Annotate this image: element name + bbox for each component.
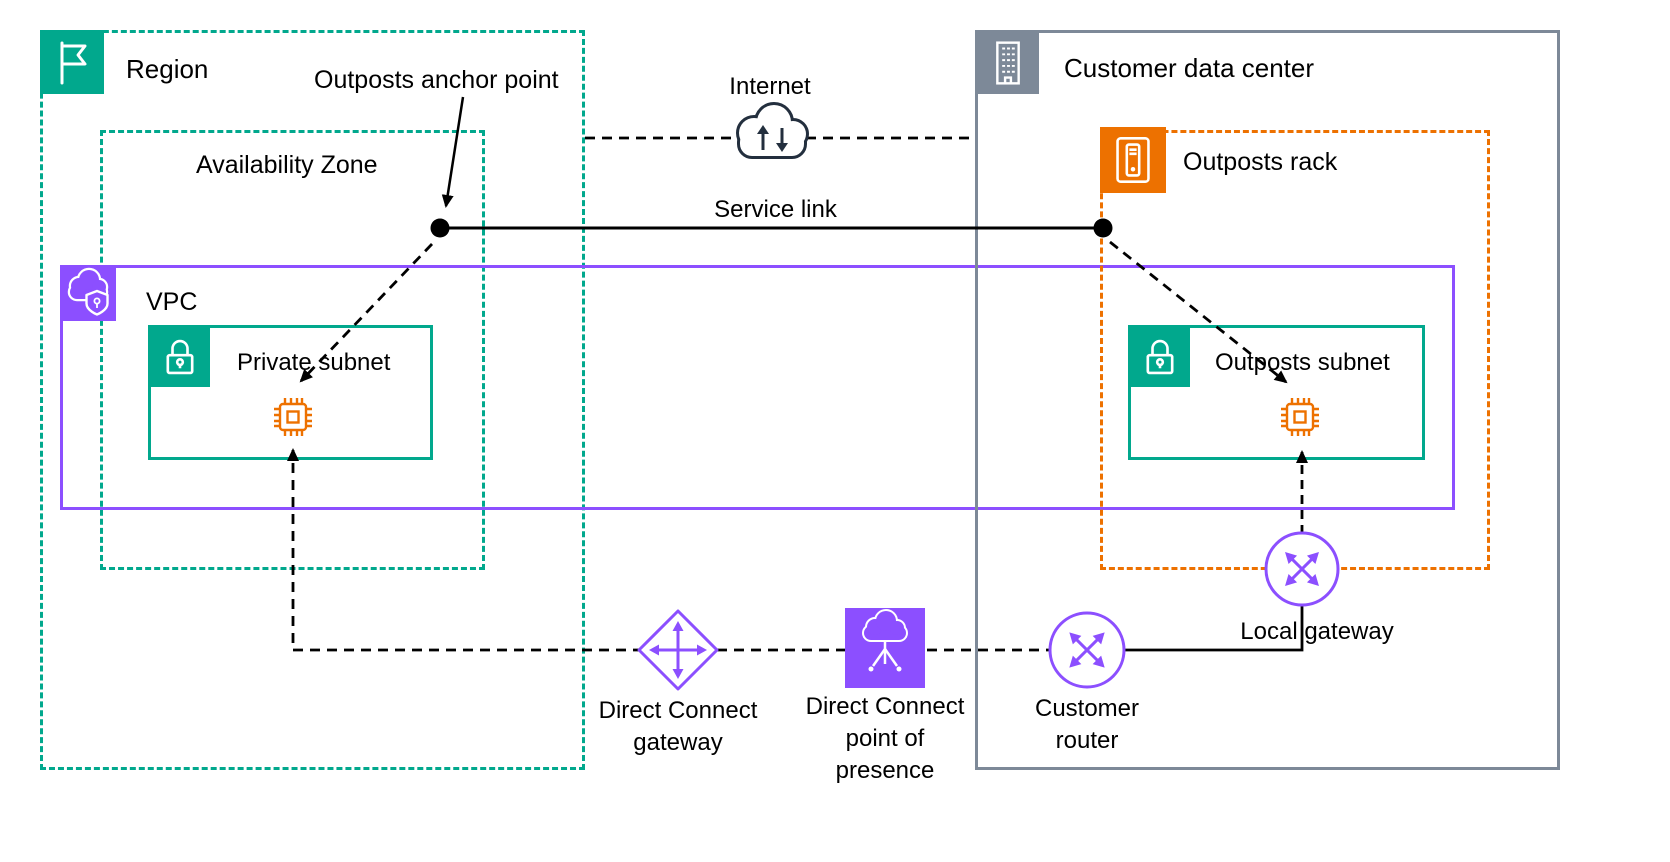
outposts-subnet-instance-icon <box>1276 393 1324 446</box>
internet-label: Internet <box>729 73 811 100</box>
outposts-rack-icon <box>1100 127 1166 193</box>
internet-icon <box>736 102 809 159</box>
direct-connect-pop-icon <box>845 608 925 688</box>
direct-connect-gateway-label-line1: Direct Connect <box>598 697 758 724</box>
customer-router-label: Customer router <box>1010 693 1164 757</box>
region-label: Region <box>126 54 209 84</box>
customer-data-center-container <box>975 30 1560 770</box>
direct-connect-gateway-icon <box>637 609 719 691</box>
direct-connect-pop-label-line2: point of <box>845 725 925 752</box>
region-flag-icon <box>40 30 104 94</box>
direct-connect-pop-label-line1: Direct Connect <box>805 693 965 720</box>
region-container <box>40 30 585 770</box>
outposts-rack-label: Outposts rack <box>1183 148 1338 176</box>
outposts-subnet-label: Outposts subnet <box>1215 349 1390 376</box>
direct-connect-gateway-label: Direct Connect gateway <box>575 695 781 759</box>
direct-connect-pop-label-line3: presence <box>835 757 935 784</box>
vpc-icon <box>60 265 116 321</box>
direct-connect-gateway-label-line2: gateway <box>633 729 723 756</box>
customer-data-center-label: Customer data center <box>1064 53 1315 83</box>
vpc-container <box>60 265 1455 510</box>
service-link-label: Service link <box>714 196 837 223</box>
private-subnet-label: Private subnet <box>237 349 391 376</box>
private-subnet-instance-icon <box>269 393 317 446</box>
customer-router-label-line2: router <box>1055 727 1119 754</box>
availability-zone-label: Availability Zone <box>196 151 378 179</box>
local-gateway-label: Local gateway <box>1240 618 1394 645</box>
data-center-building-icon <box>977 32 1039 94</box>
private-subnet-lock-icon <box>150 327 210 387</box>
outposts-subnet-lock-icon <box>1130 327 1190 387</box>
customer-router-label-line1: Customer <box>1034 695 1140 722</box>
outposts-anchor-point-label: Outposts anchor point <box>314 66 559 94</box>
vpc-label: VPC <box>146 288 198 316</box>
direct-connect-pop-label: Direct Connect point of presence <box>778 691 992 787</box>
